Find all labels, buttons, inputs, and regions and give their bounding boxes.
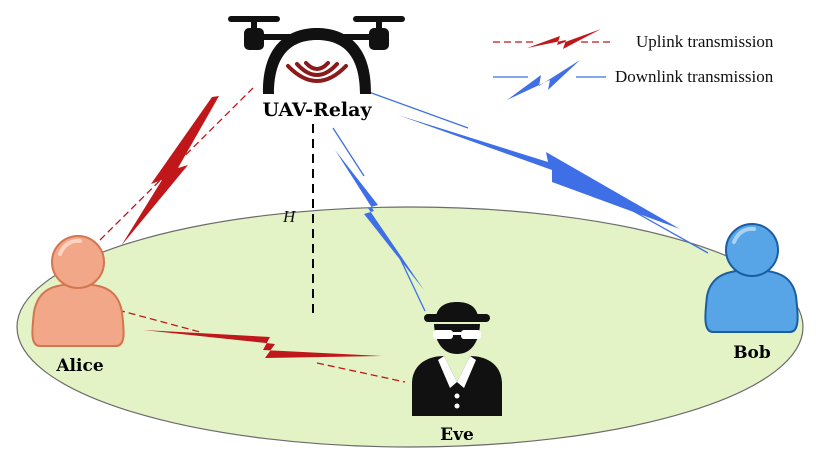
bob-user-icon: [704, 223, 799, 333]
legend-uplink-label: Uplink transmission: [636, 32, 774, 51]
eve-spy-icon: [412, 302, 502, 416]
downlink-bolt-uav-bob: [398, 115, 680, 229]
height-label: H: [282, 207, 297, 226]
uplink-bolt-alice-uav: [121, 96, 219, 246]
alice-label: Alice: [55, 356, 103, 376]
uav-signal-icon: [286, 64, 348, 83]
legend-downlink: Downlink transmission: [493, 60, 774, 100]
bob-label: Bob: [733, 343, 771, 363]
eve-label: Eve: [440, 425, 474, 445]
legend-uplink: Uplink transmission: [493, 29, 774, 51]
legend-downlink-label: Downlink transmission: [615, 67, 774, 86]
uplink-legend-bolt-icon: [527, 29, 601, 49]
downlink-uav-eve: [332, 127, 426, 312]
uav-drone-icon: [228, 16, 405, 94]
downlink-legend-bolt-icon: [507, 60, 580, 100]
uplink-bolt-alice-eve: [143, 330, 383, 358]
downlink-uav-bob: [365, 90, 709, 254]
ground-area: [16, 206, 804, 448]
legend: Uplink transmission Downlink transmissio…: [493, 29, 774, 100]
alice-user-icon: [31, 235, 125, 347]
uplink-alice-uav: [99, 87, 254, 246]
uplink-alice-eve: [117, 309, 406, 383]
uav-label: UAV-Relay: [262, 99, 372, 121]
